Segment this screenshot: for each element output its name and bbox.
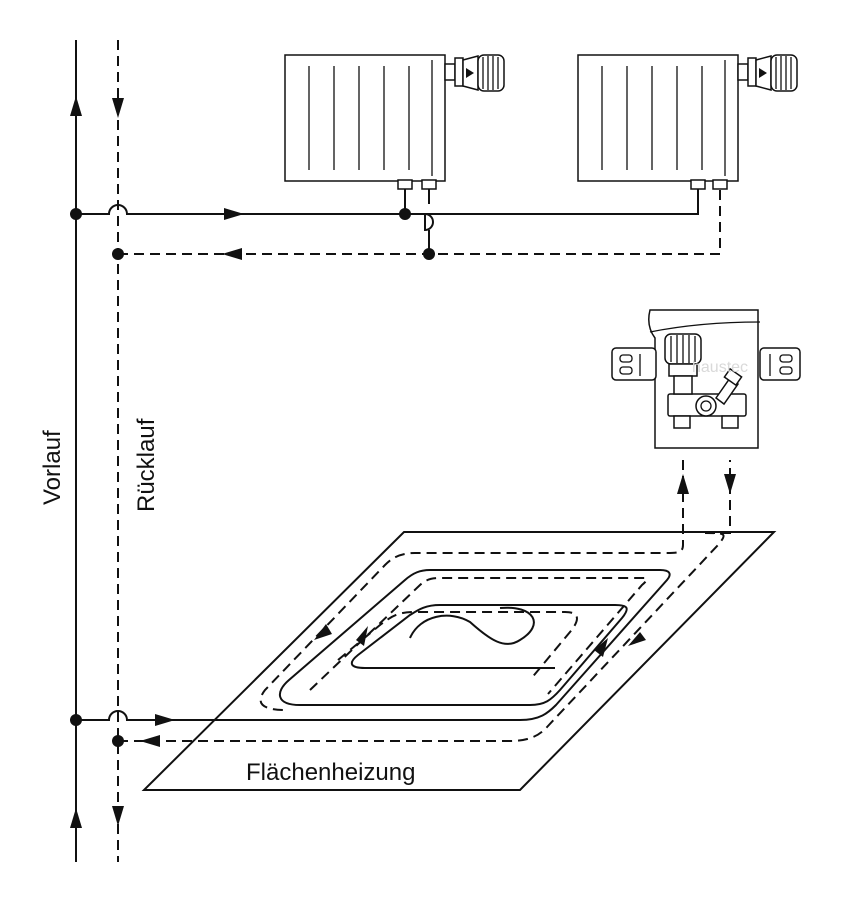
floor-heating-return-loop (112, 460, 736, 747)
radiator-return-branch (112, 188, 721, 260)
floor-heating-supply-loop (70, 569, 671, 726)
radiator-2 (577, 54, 739, 190)
floor-heating-panel (141, 531, 777, 791)
supply-label: Vorlauf (39, 430, 66, 505)
watermark: haustec (692, 359, 748, 376)
return-riser (112, 40, 124, 862)
thermostat-valve-2-icon (737, 54, 798, 92)
thermostat-valve-1-icon (444, 54, 505, 92)
supply-riser (70, 40, 82, 862)
return-label: Rücklauf (133, 418, 160, 512)
radiator-supply-branch (70, 188, 699, 232)
floor-heating-label: Flächenheizung (246, 759, 415, 786)
room-temperature-limiter-box: haustec (611, 309, 801, 449)
radiator-1 (284, 54, 446, 190)
